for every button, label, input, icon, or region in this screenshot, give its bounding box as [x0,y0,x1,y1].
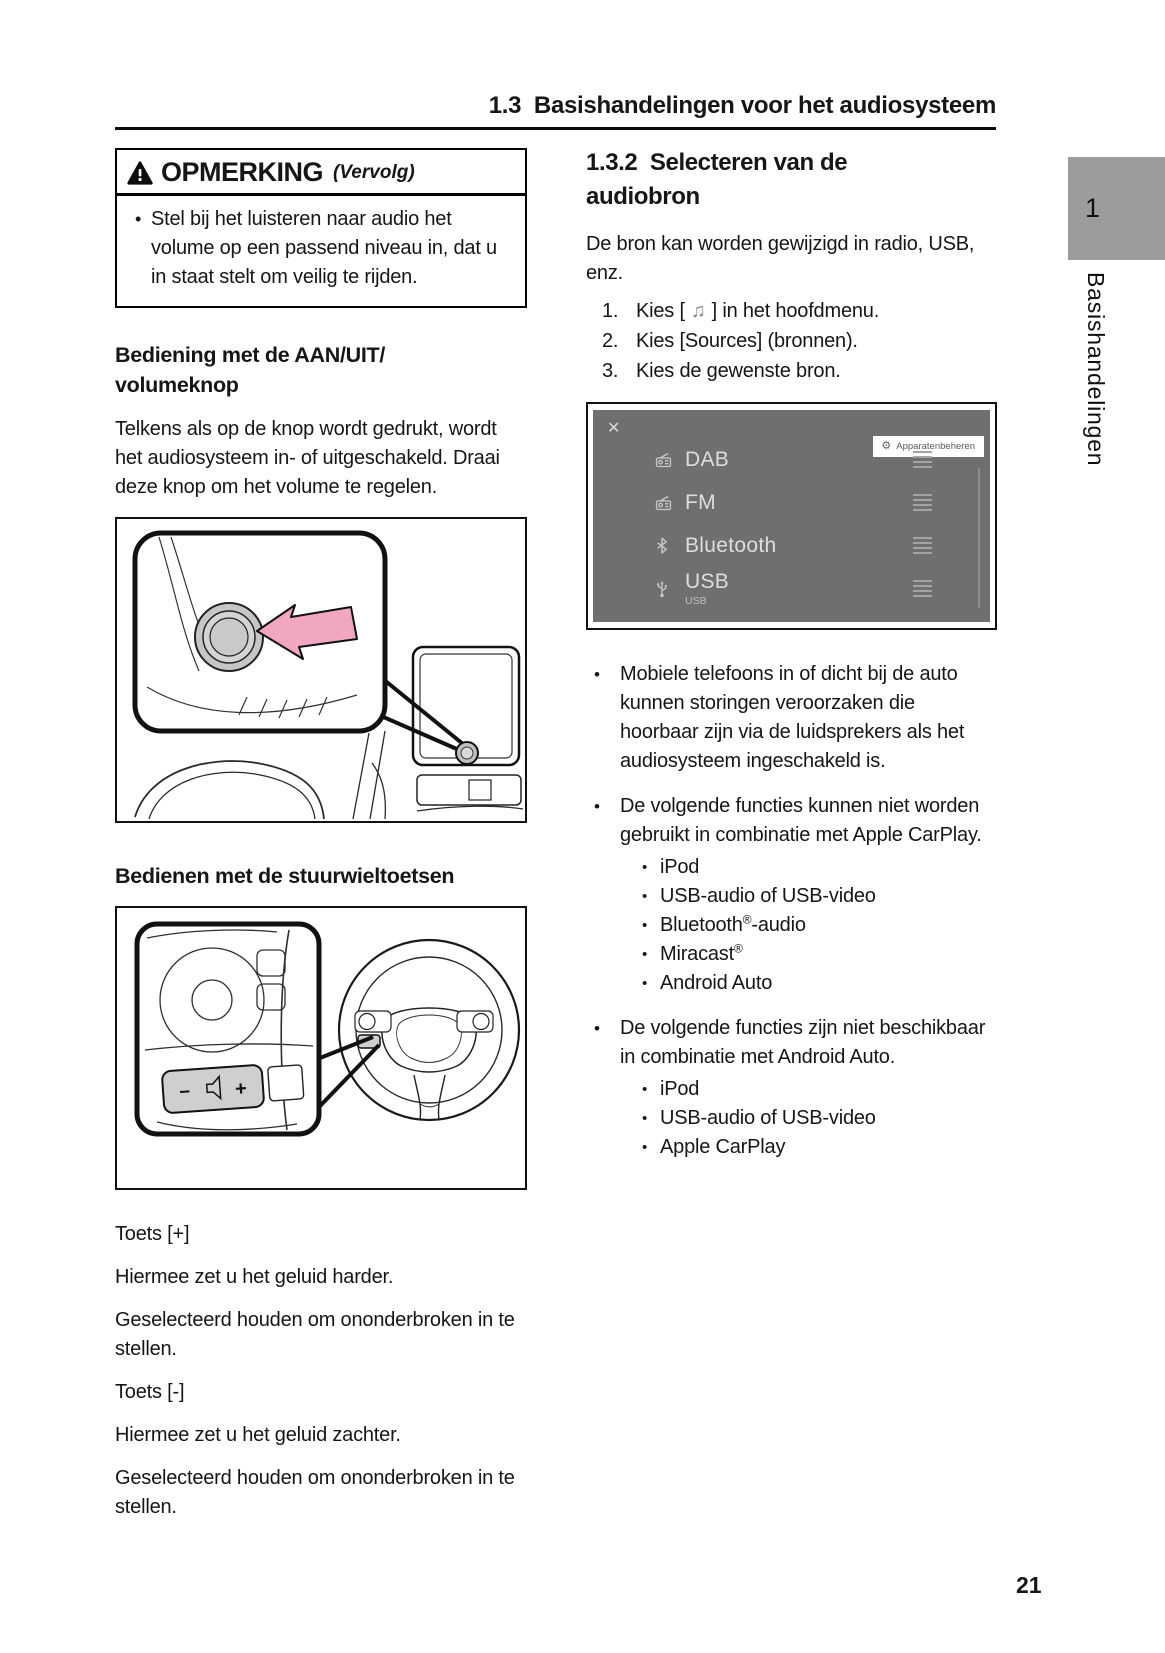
source-select-screen: ✕ ⚙ Apparatenbeheren DAB [593,410,990,622]
notes-list: • Mobiele telefoons in of dicht bij de a… [586,660,997,1162]
toets-plus-label: Toets [+] [115,1223,190,1245]
toets-minus-description: Hiermee zet u het geluid zachter. [115,1424,401,1446]
pointer-arrow [256,604,358,660]
sub-bullet: •iPod [642,856,700,878]
music-note-icon: ♫ [690,300,706,322]
figure-steering-controls: − + [115,906,527,1190]
source-row-bluetooth: Bluetooth [655,524,932,567]
page-number: 21 [1016,1572,1042,1598]
sub-bullet: •USB-audio of USB-video [642,885,876,907]
bluetooth-icon [655,537,685,554]
speaker-icon [205,1074,222,1101]
carplay-sub-list: •iPod •USB-audio of USB-video •Bluetooth… [620,853,997,998]
chapter-number: 1 [1085,193,1101,223]
bullet-phones: • Mobiele telefoons in of dicht bij de a… [594,663,965,772]
header-rule [115,127,996,130]
source-list: DAB FM [655,438,932,610]
sub-bullet: •iPod [642,1078,700,1100]
sub-bullet: •Bluetooth®-audio [642,912,806,936]
steps-list: 1. Kies [♫] in het hoofdmenu. 2. Kies [S… [586,296,997,386]
steering-controls-illustration: − + [134,921,521,1137]
warning-icon [127,160,153,185]
note-box: OPMERKING (Vervolg) • Stel bij het luist… [115,148,527,308]
toets-minus-hold-description: Geselecteerd houden om ononderbroken in … [115,1467,515,1518]
rocker-minus-label: − [178,1082,191,1104]
sub-bullet: •Miracast® [642,941,743,965]
device-management-button: ⚙ Apparatenbeheren [873,436,984,457]
right-column: 1.3.2 Selecteren van de audiobron De bro… [586,146,997,1162]
usb-icon [655,580,685,598]
gear-icon: ⚙ [881,440,892,452]
section-title: 1.3.2 Selecteren van de audiobron [586,149,848,210]
rocker-plus-label: + [234,1078,247,1101]
note-box-continuation: (Vervolg) [333,161,415,183]
scrollbar [978,468,980,608]
page-header-title: 1.3 Basishandelingen voor het audiosyste… [488,92,997,119]
power-knob-illustration [132,530,524,820]
bullet-dot: • [134,209,142,229]
figure-power-knob [115,517,527,823]
toets-minus-label: Toets [-] [115,1381,185,1403]
paragraph-power-knob: Telkens als op de knop wordt gedrukt, wo… [115,418,500,498]
bullet-android-auto: • De volgende functies zijn niet beschik… [586,1014,997,1162]
radio-icon [655,452,685,468]
close-icon: ✕ [607,420,621,437]
left-column: OPMERKING (Vervolg) • Stel bij het luist… [115,148,527,1522]
section-intro: De bron kan worden gewijzigd in radio, U… [586,233,975,284]
volume-rocker: − + [161,1064,305,1114]
figure-source-screen: ✕ ⚙ Apparatenbeheren DAB [586,402,997,630]
note-box-header: OPMERKING (Vervolg) [117,150,525,196]
source-sublabel: USB [685,595,707,607]
chapter-tab: 1 [1068,157,1165,260]
note-bullet-text: Stel bij het luisteren naar audio het vo… [151,208,497,288]
source-row-fm: FM [655,481,932,524]
heading-steering-wheel-buttons: Bedienen met de stuurwieltoetsen [115,864,455,888]
step-3: 3. Kies de gewenste bron. [602,360,841,382]
source-row-usb: USB USB [655,567,932,610]
bullet-carplay: • De volgende functies kunnen niet worde… [586,792,997,998]
note-bullet: • Stel bij het luisteren naar audio het … [125,205,513,292]
sub-bullet: •Apple CarPlay [642,1136,786,1158]
note-box-title: OPMERKING [161,157,324,187]
drag-handle-icon [913,537,932,554]
radio-icon [655,495,685,511]
sub-bullet: •Android Auto [642,972,773,994]
device-management-label: Apparatenbeheren [896,441,975,452]
sub-bullet: •USB-audio of USB-video [642,1107,876,1129]
drag-handle-icon [913,494,932,511]
drag-handle-icon [913,580,932,597]
step-1: 1. Kies [♫] in het hoofdmenu. [602,300,880,322]
note-box-body: • Stel bij het luisteren naar audio het … [117,196,525,306]
heading-power-volume-knob: Bediening met de AAN/UIT/ volumeknop [115,343,386,397]
drag-handle-icon [913,451,932,468]
source-row-dab: DAB [655,438,932,481]
step-2: 2. Kies [Sources] (bronnen). [602,330,858,352]
toets-plus-description: Hiermee zet u het geluid harder. [115,1266,394,1288]
android-sub-list: •iPod •USB-audio of USB-video •Apple Car… [620,1075,997,1162]
toets-plus-hold-description: Geselecteerd houden om ononderbroken in … [115,1309,515,1360]
chapter-label-vertical: Basishandelingen [1083,272,1109,467]
